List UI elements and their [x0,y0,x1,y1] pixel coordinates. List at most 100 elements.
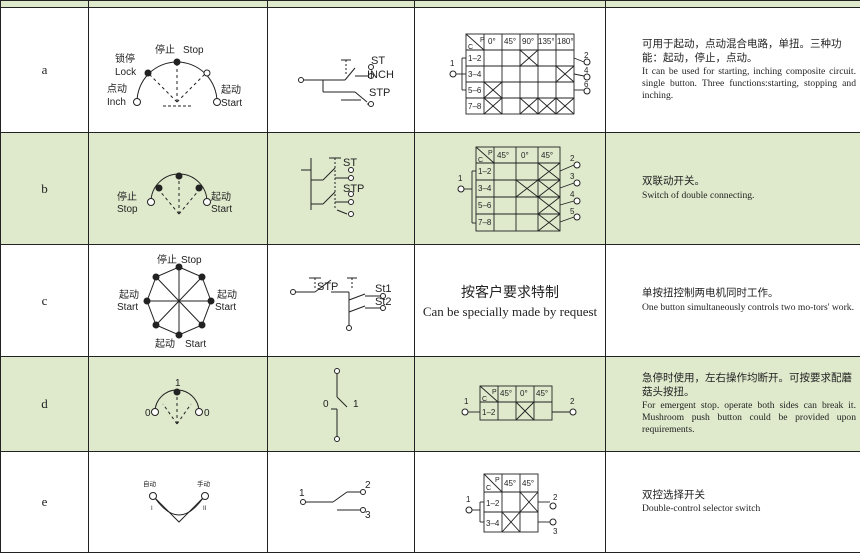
lock-label: Lock [115,67,137,78]
auto-label: 自动 [143,479,157,488]
pos-i-label: I [151,506,153,512]
terminal-label: 1 [464,397,469,406]
special-en: Can be specially made by request [422,303,598,319]
desc-cn: 双控选择开关 [642,488,705,501]
pos0-right-label: 0 [204,408,210,419]
stop-cn-label: 停止 [155,43,175,56]
terminal-label: 1 [458,174,463,183]
cp-p-label: P [488,150,493,157]
custom-order-cell: 按客户要求特制 Can be specially made by request [414,244,606,357]
special-cn: 按客户要求特制 [461,283,559,300]
circuit-diagram: 1 2 3 [267,451,415,553]
terminal-label: 2 [584,51,589,60]
st1-label: St1 [375,283,392,295]
terminal-label: 2 [570,397,575,406]
cp-c-label: C [468,44,473,51]
row-label: d [0,356,89,452]
t1-label: 1 [353,399,359,410]
st-label: ST [343,157,357,169]
t3-label: 3 [365,510,371,521]
desc-en: One button simultaneously controls two m… [642,301,854,313]
lock-cn-label: 锁停 [115,52,135,65]
start-label-bottom: Start [185,339,206,350]
desc-en: Double-control selector switch [642,503,761,515]
stp-label: STP [369,87,390,99]
terminal-label: 6 [584,80,589,89]
header-cell: 135° [538,37,555,46]
t0-label: 0 [323,399,329,410]
terminal-label: 5 [570,207,575,216]
cp-p-label: P [495,477,500,484]
contact-table: P C 45° 0° 45° 1–2 1 2 [414,356,606,452]
contact-table: P C 45° 45° 1–2 3–4 1 2 3 [414,451,606,553]
terminal-label: 1 [450,59,455,68]
start-cn-label: 起动 [211,191,231,203]
header-cell: 0° [520,389,528,398]
row-label: b [0,132,89,245]
header-cell: 45° [497,151,509,160]
cp-p-label: P [480,37,485,44]
cp-c-label: C [486,485,491,492]
stp-label: STP [317,281,338,293]
table-row: b 停止 Stop 起动 Start [0,132,860,245]
manual-label: 手动 [197,479,211,488]
pos0-left-label: 0 [145,408,151,419]
st2-label: St2 [375,296,392,308]
header-cell: 45° [536,389,548,398]
terminal-label: 2 [570,154,575,163]
description-cell: 单按扭控制两电机同时工作。 One button simultaneously … [605,244,860,357]
row-header: 1–2 [482,408,496,417]
desc-en: It can be used for starting, inching com… [642,65,856,101]
start-label-left: Start [117,302,138,313]
description-cell: 双控选择开关 Double-control selector switch [605,451,860,553]
inch-contact-label: INCH [367,69,394,81]
start-label: Start [221,98,242,109]
start-label-right: Start [215,302,236,313]
handle-position-diagram: 停止 Stop 起动 Start 起动 Start 起动 Start [88,244,268,357]
header-cell: 0° [521,151,529,160]
terminal-label: 1 [466,495,471,504]
t1-label: 1 [299,488,305,499]
contact-table: P C 0° 45° 90° 135° 180° 1–2 3–4 5–6 7–8… [414,7,606,133]
t2-label: 2 [365,480,371,491]
st-label: ST [371,55,385,67]
stop-cn-label: 停止 [157,253,177,266]
inch-label: Inch [107,97,126,108]
terminal-label: 4 [584,66,589,75]
stp-label: STP [343,183,364,195]
start-cn-label-left: 起动 [119,289,139,301]
terminal-label: 3 [553,527,558,536]
circuit-diagram: ST STP [267,132,415,245]
row-header: 3–4 [468,70,482,79]
row-header: 7–8 [478,218,492,227]
table-row: d 1 0 0 [0,356,860,452]
pos-ii-label: II [203,506,207,512]
circuit-diagram: ST INCH STP [267,7,415,133]
terminal-label: 4 [570,190,575,199]
header-cell: 45° [504,479,516,488]
terminal-label: 2 [553,493,558,502]
handle-position-diagram: 1 0 0 [88,356,268,452]
stop-label: Stop [117,204,138,215]
handle-position-diagram: 停止 Stop 锁停 Lock 点动 Inch 起动 Start [88,7,268,133]
header-cell: 0° [488,37,496,46]
row-header: 3–4 [486,519,500,528]
table-row: a 停止 Stop 锁停 Lock 点动 I [0,7,860,133]
start-cn-label-right: 起动 [217,289,237,301]
desc-en: For emergent stop. operate both sides ca… [642,399,856,435]
inch-cn-label: 点动 [107,83,127,95]
desc-cn: 可用于起动，点动混合电路，单扭。三种功能：起动，停止，点动。 [642,38,842,64]
row-label: c [0,244,89,357]
header-cell: 45° [541,151,553,160]
row-header: 1–2 [486,499,500,508]
row-header: 1–2 [468,54,482,63]
cp-c-label: C [482,396,487,403]
stop-label: Stop [181,255,202,266]
desc-en: Switch of double connecting. [642,189,755,201]
header-cell: 45° [504,37,516,46]
row-header: 5–6 [468,86,482,95]
row-header: 7–8 [468,102,482,111]
terminal-label: 3 [570,172,575,181]
handle-position-diagram: 自动 手动 I II [88,451,268,553]
